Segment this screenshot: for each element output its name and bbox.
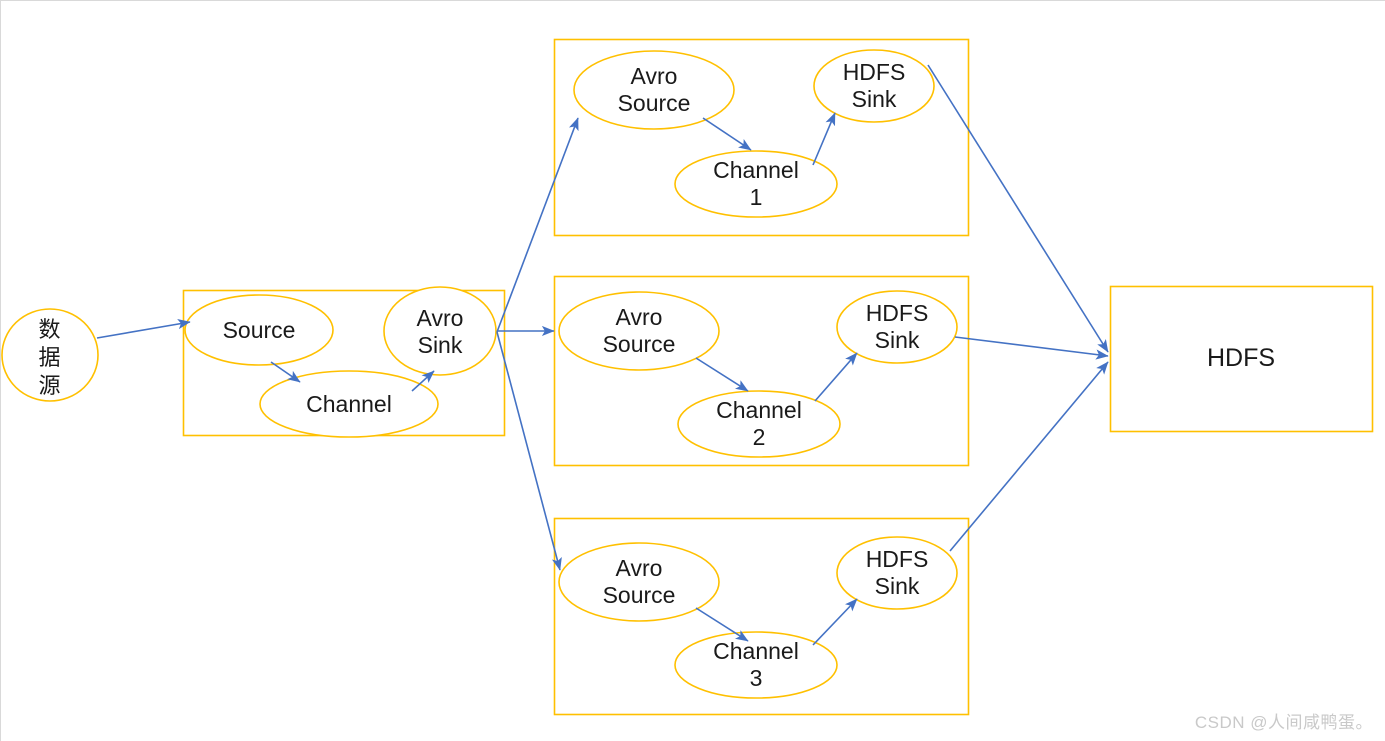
agent-2-box [553,275,970,467]
data-source-ellipse [1,308,99,402]
edge-agent-2-sink-to-hdfs [954,336,1109,360]
agent-3-avro-source-ellipse [558,542,720,622]
edge-agent-2-source-to-channel [695,357,749,392]
collector-source-ellipse [184,294,334,366]
edge-datasource-to-source [96,319,191,339]
agent-1-box [553,38,970,237]
csdn-watermark: CSDN @人间咸鸭蛋。 [1194,713,1373,732]
edge-avro-sink-to-agent-1 [496,117,579,333]
edge-channel-to-avro-sink [411,370,435,392]
edge-agent-3-sink-to-hdfs [949,361,1109,552]
agent-3-hdfs-sink-ellipse [836,536,958,610]
edge-source-to-channel [270,361,301,383]
agent-1-avro-source-ellipse [573,50,735,130]
agent-3-channel-ellipse [674,631,838,699]
page-edge-left [0,0,1,741]
edge-agent-1-source-to-channel [702,117,752,151]
edge-agent-3-source-to-channel [695,607,749,642]
collector-channel-ellipse [259,370,439,438]
agent-2-hdfs-sink-ellipse [836,290,958,364]
edge-avro-sink-to-agent-3 [496,331,562,571]
edge-agent-2-channel-to-sink [814,352,858,402]
edge-agent-1-sink-to-hdfs [927,64,1109,353]
agent-1-hdfs-sink-ellipse [813,49,935,123]
collector-avro-sink-ellipse [383,286,497,376]
agent-2-avro-source-ellipse [558,291,720,371]
agent-2-channel-ellipse [677,390,841,458]
page-edge-top [0,0,1385,1]
edge-agent-3-channel-to-sink [812,598,858,646]
hdfs-box [1109,285,1374,433]
agent-1-channel-ellipse [674,150,838,218]
edge-agent-1-channel-to-sink [812,112,836,166]
agent-3-box [553,517,970,716]
